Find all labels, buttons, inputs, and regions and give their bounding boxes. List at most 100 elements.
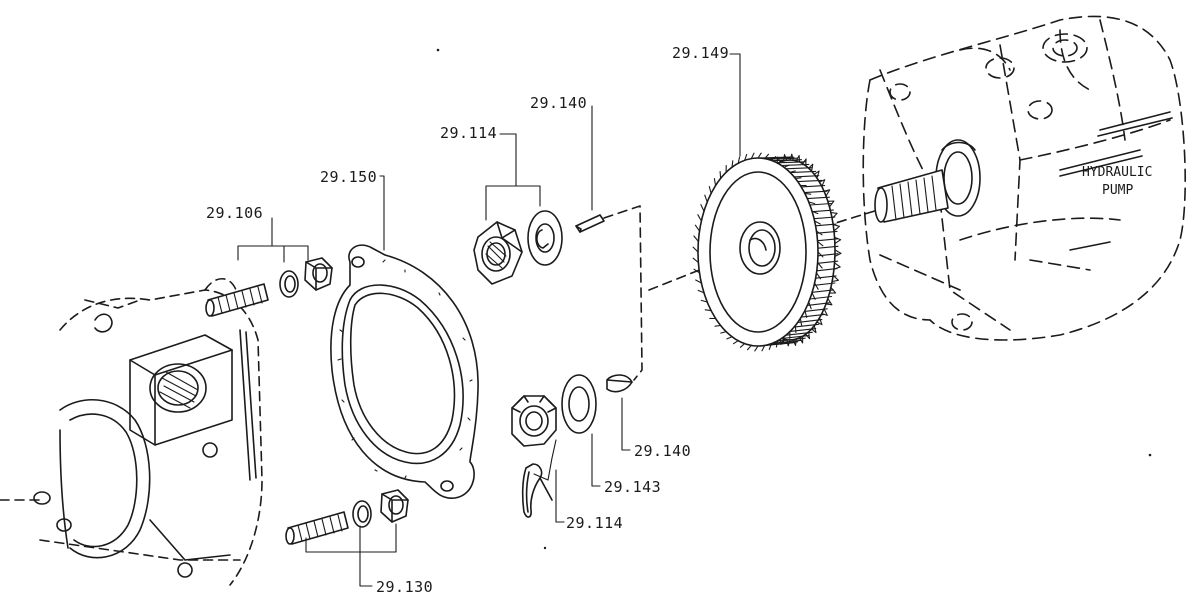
gear-front-tooth: [817, 251, 824, 258]
gear-front-teeth: [692, 152, 824, 352]
part-labels: 29.106 29.150 29.114 29.140 29.149 29.14…: [206, 44, 1152, 596]
gear-tooth-edge: [793, 175, 820, 178]
label-29-114-lower: 29.114: [566, 514, 623, 532]
gear-tooth-edge: [776, 337, 806, 342]
gear-front-tooth: [708, 185, 712, 194]
gear-tooth: [808, 163, 814, 172]
gear-front-tooth: [700, 299, 708, 303]
gear-tooth-edge: [803, 308, 828, 312]
gear-front-tooth: [704, 309, 712, 312]
label-29-140-lower: 29.140: [634, 442, 691, 460]
gear-tooth-edge: [811, 289, 834, 293]
gear-front-tooth: [731, 160, 734, 168]
gear-tooth-edge: [780, 335, 810, 340]
gear-tooth: [825, 298, 833, 306]
gear-front-tooth: [692, 246, 699, 253]
gasket: [330, 244, 479, 499]
gear-front-tooth: [695, 279, 702, 284]
gear-front-tooth: [775, 340, 779, 348]
gear-tooth-edge: [806, 196, 831, 200]
gear-front-tooth: [817, 240, 824, 247]
drive-gear: [692, 152, 842, 352]
gear-tooth-edge: [806, 302, 831, 306]
label-hydraulic: HYDRAULIC: [1082, 165, 1152, 180]
gear-tooth: [833, 236, 842, 245]
gear-tooth-edge: [793, 323, 820, 328]
label-29-114-upper: 29.114: [440, 124, 497, 142]
gear-front-tooth: [815, 272, 822, 280]
gear-front-tooth: [750, 152, 755, 160]
gear-tooth-edge: [816, 268, 838, 272]
gear-front-tooth: [726, 336, 733, 340]
stud-assembly-lower: [285, 489, 409, 545]
flat-washer: [561, 374, 597, 434]
gear-front-tooth: [777, 159, 784, 164]
gear-front-tooth: [737, 156, 741, 164]
scan-specks: [436, 48, 1152, 550]
gear-front-tooth: [697, 289, 705, 294]
hydraulic-pump: [862, 15, 1187, 341]
gear-front-tooth: [814, 282, 819, 290]
gear-front-tooth: [744, 153, 748, 161]
gear-tooth-edge: [789, 328, 817, 332]
label-29-130: 29.130: [376, 578, 433, 596]
gear-front-tooth: [814, 220, 821, 225]
gear-front-tooth: [808, 201, 816, 205]
gear-tooth-edge: [816, 230, 838, 234]
gear-tooth-edge: [813, 282, 836, 286]
gear-front-tooth: [739, 343, 746, 348]
gear-tooth-edge: [780, 163, 810, 167]
gear-tooth-edge: [785, 167, 813, 170]
gear-front-tooth: [713, 178, 717, 187]
label-29-143: 29.143: [604, 478, 661, 496]
gear-front-tooth: [719, 171, 722, 180]
gear-front-tooth: [732, 340, 739, 345]
label-pump: PUMP: [1102, 183, 1133, 198]
gear-tooth: [818, 179, 826, 187]
gear-front-tooth: [693, 268, 701, 274]
gear-tooth-edge: [817, 245, 839, 249]
gear-front-tooth: [804, 310, 808, 319]
gear-tooth-edge: [789, 170, 817, 174]
gear-front-tooth: [815, 230, 823, 236]
gear-tooth-edge: [771, 159, 803, 162]
gear-tooth-edge: [776, 161, 806, 164]
label-29-140-upper: 29.140: [530, 94, 587, 112]
castle-nut-and-cotter-pin: [511, 395, 557, 518]
gear-front-tooth: [817, 261, 823, 269]
gear-tooth-edge: [815, 223, 837, 227]
gear-tooth-edge: [815, 275, 837, 279]
gear-front-tooth: [757, 152, 762, 159]
gear-tooth-edge: [809, 295, 833, 300]
gear-tooth-edge: [800, 313, 826, 318]
gear-tooth: [832, 224, 840, 232]
gear-front-tooth: [770, 156, 777, 161]
gear-tooth-edge: [762, 156, 795, 159]
gear-front-tooth: [714, 324, 722, 327]
gear-front-tooth: [768, 343, 772, 351]
gear-tooth-edge: [803, 190, 828, 194]
gear-tooth-edge: [797, 319, 823, 323]
gear-front-tooth: [783, 164, 790, 168]
gear-tooth-edge: [817, 260, 839, 264]
gear-tooth: [828, 286, 837, 294]
gear-front-tooth: [782, 336, 785, 344]
gear-front-tooth: [692, 257, 699, 264]
gear-front-tooth: [799, 317, 803, 326]
stud-assembly-upper: [205, 257, 333, 317]
gear-front-tooth: [754, 345, 759, 352]
gear-front-tooth: [720, 331, 727, 334]
gear-tooth: [834, 249, 842, 257]
woodruff-key-lower: [606, 374, 633, 393]
gear-tooth: [827, 200, 835, 208]
gear-front-tooth: [794, 324, 797, 333]
gear-front-tooth: [697, 214, 702, 222]
timing-cover-housing: [0, 277, 263, 586]
gear-front-tooth: [700, 204, 705, 212]
gear-front-tooth: [794, 177, 802, 180]
gear-tooth-edge: [811, 209, 834, 213]
gear-tooth-edge: [797, 179, 823, 183]
gear-front-tooth: [693, 235, 699, 243]
leader-lines: [237, 53, 741, 587]
